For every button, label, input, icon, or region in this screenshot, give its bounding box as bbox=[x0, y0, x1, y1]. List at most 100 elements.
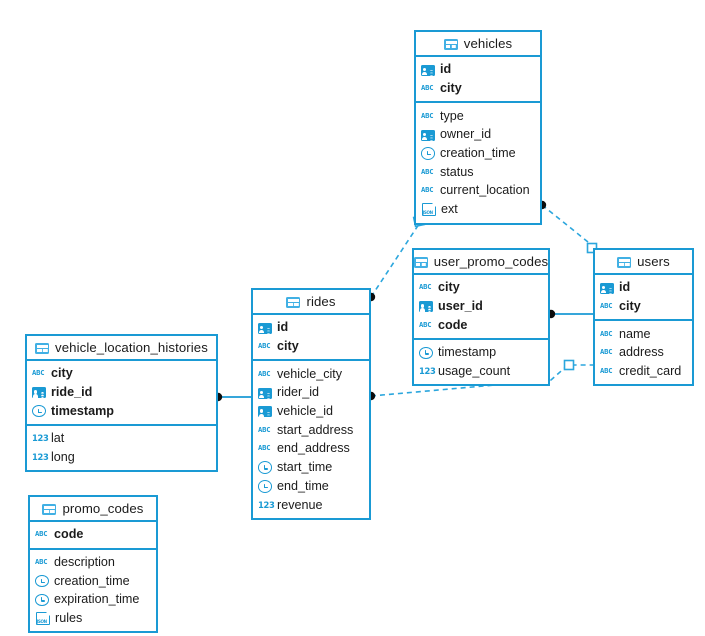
table-name: vehicle_location_histories bbox=[55, 340, 208, 355]
column-row-start_address[interactable]: ABC start_address bbox=[253, 420, 369, 439]
123-number-type-icon: 123 bbox=[32, 452, 49, 463]
column-name: timestamp bbox=[51, 403, 114, 418]
table-header-rides[interactable]: rides bbox=[253, 290, 369, 315]
abc-string-type-icon: ABC bbox=[600, 366, 613, 376]
table-header-vehicles[interactable]: vehicles bbox=[416, 32, 540, 57]
column-row-id[interactable]: id bbox=[595, 278, 692, 297]
123-number-type-icon: 123 bbox=[32, 433, 49, 444]
table-header-users[interactable]: users bbox=[595, 250, 692, 275]
table-name: user_promo_codes bbox=[433, 254, 549, 269]
column-row-timestamp[interactable]: timestamp bbox=[27, 401, 216, 420]
clock-type-icon bbox=[32, 405, 46, 418]
abc-string-type-icon: ABC bbox=[258, 443, 271, 453]
column-row-end_time[interactable]: end_time bbox=[253, 477, 369, 496]
column-row-ext[interactable]: ext bbox=[416, 200, 540, 219]
column-name: id bbox=[277, 320, 289, 335]
table-name: vehicles bbox=[463, 36, 513, 51]
column-name: long bbox=[51, 450, 75, 465]
edge-vehicles-to-users[interactable] bbox=[537, 200, 599, 254]
table-header-promo_codes[interactable]: promo_codes bbox=[30, 497, 156, 522]
column-row-rules[interactable]: rules bbox=[30, 609, 156, 628]
abc-string-type-icon: ABC bbox=[421, 166, 434, 176]
column-row-ride_id[interactable]: ride_id bbox=[27, 383, 216, 402]
column-row-rider_id[interactable]: rider_id bbox=[253, 383, 369, 402]
table-name: users bbox=[637, 254, 670, 269]
column-row-user_id[interactable]: user_id bbox=[414, 297, 548, 316]
clock-type-icon bbox=[35, 593, 49, 607]
abc-string-type-icon: ABC bbox=[35, 557, 48, 567]
id-card-type-icon bbox=[419, 301, 433, 313]
column-row-creation_time[interactable]: creation_time bbox=[416, 144, 540, 163]
table-name: rides bbox=[306, 294, 336, 309]
123-number-type-icon: 123 bbox=[258, 499, 275, 510]
id-card-type-icon bbox=[258, 387, 272, 399]
abc-string-type-icon: ABC bbox=[32, 368, 45, 378]
123-number-type-icon: 123 bbox=[419, 366, 436, 377]
table-header-user_promo_codes[interactable]: user_promo_codes bbox=[413, 250, 549, 275]
json-document-type-icon bbox=[36, 611, 51, 625]
column-name: start_address bbox=[277, 422, 354, 437]
column-row-timestamp[interactable]: timestamp bbox=[414, 343, 548, 362]
column-row-id[interactable]: id bbox=[253, 318, 369, 337]
column-name: user_id bbox=[438, 299, 483, 314]
table-header-vehicle_location_histories[interactable]: vehicle_location_histories bbox=[27, 336, 216, 361]
column-row-start_time[interactable]: start_time bbox=[253, 458, 369, 477]
edge-user-promo-codes-to-users[interactable] bbox=[546, 309, 593, 319]
column-name: city bbox=[277, 339, 299, 354]
edge-vehicle-location-histories-to-rides[interactable] bbox=[213, 392, 251, 402]
json-document-type-icon bbox=[422, 203, 437, 216]
column-name: name bbox=[619, 326, 651, 341]
column-row-vehicle_id[interactable]: vehicle_id bbox=[253, 402, 369, 421]
column-name: city bbox=[619, 299, 641, 314]
column-name: timestamp bbox=[438, 345, 497, 360]
abc-string-type-icon: ABC bbox=[35, 529, 48, 539]
column-row-creation_time[interactable]: creation_time bbox=[30, 571, 156, 590]
column-row-id[interactable]: id bbox=[416, 60, 540, 79]
column-name: vehicle_id bbox=[277, 404, 334, 419]
id-card-type-icon bbox=[421, 64, 435, 76]
id-card-type-icon bbox=[600, 282, 614, 294]
column-name: current_location bbox=[440, 183, 530, 198]
abc-string-type-icon: ABC bbox=[258, 424, 271, 434]
id-card-type-icon bbox=[421, 129, 435, 141]
table-icon bbox=[35, 342, 50, 354]
clock-type-icon bbox=[258, 461, 272, 474]
abc-string-type-icon: ABC bbox=[419, 282, 432, 292]
column-row-expiration_time[interactable]: expiration_time bbox=[30, 590, 156, 609]
table-icon bbox=[443, 38, 458, 50]
table-icon bbox=[286, 296, 301, 308]
id-card-type-icon bbox=[258, 322, 272, 334]
column-row-owner_id[interactable]: owner_id bbox=[416, 125, 540, 144]
